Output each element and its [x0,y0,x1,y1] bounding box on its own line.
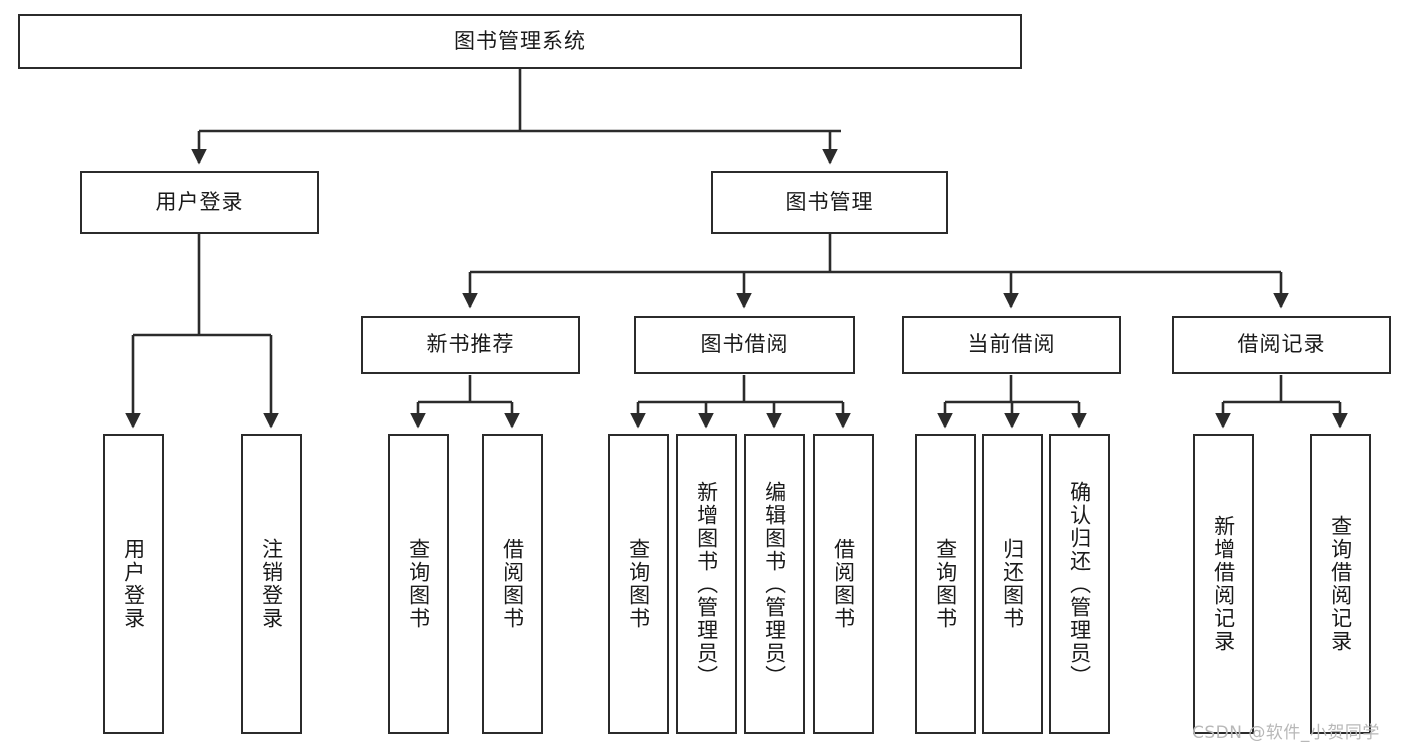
node-user-login-label: 用户登录 [155,189,244,214]
node-leaf-query-record[interactable]: 查询借阅记录 [1310,434,1371,734]
node-leaf-query-book-3-label: 查询图书 [933,538,958,630]
node-current-borrow-label: 当前借阅 [967,332,1056,357]
node-leaf-edit-book[interactable]: 编辑图书（管理员） [744,434,805,734]
node-leaf-user-login-label: 用户登录 [121,538,146,630]
node-leaf-add-record-label: 新增借阅记录 [1211,515,1236,653]
node-leaf-logout-label: 注销登录 [259,538,284,630]
node-user-login[interactable]: 用户登录 [80,171,319,234]
node-leaf-confirm-return-label: 确认归还（管理员） [1067,480,1092,688]
node-leaf-return-book-label: 归还图书 [1000,538,1025,630]
node-leaf-query-book-3[interactable]: 查询图书 [915,434,976,734]
node-root[interactable]: 图书管理系统 [18,14,1022,69]
node-leaf-confirm-return[interactable]: 确认归还（管理员） [1049,434,1110,734]
node-leaf-query-book-2-label: 查询图书 [626,538,651,630]
node-root-label: 图书管理系统 [454,28,586,53]
node-leaf-borrow-book-2[interactable]: 借阅图书 [813,434,874,734]
node-new-book-rec[interactable]: 新书推荐 [361,316,580,374]
node-leaf-return-book[interactable]: 归还图书 [982,434,1043,734]
node-new-book-rec-label: 新书推荐 [426,332,515,357]
node-leaf-borrow-book-1[interactable]: 借阅图书 [482,434,543,734]
node-book-manage-label: 图书管理 [785,189,874,214]
node-leaf-edit-book-label: 编辑图书（管理员） [762,480,787,688]
node-borrow-record[interactable]: 借阅记录 [1172,316,1391,374]
node-leaf-add-book[interactable]: 新增图书（管理员） [676,434,737,734]
node-book-borrow[interactable]: 图书借阅 [634,316,855,374]
node-leaf-user-login[interactable]: 用户登录 [103,434,164,734]
node-leaf-query-book-1[interactable]: 查询图书 [388,434,449,734]
node-leaf-query-book-1-label: 查询图书 [406,538,431,630]
node-leaf-logout[interactable]: 注销登录 [241,434,302,734]
node-leaf-add-book-label: 新增图书（管理员） [694,480,719,688]
node-borrow-record-label: 借阅记录 [1237,332,1326,357]
node-leaf-borrow-book-1-label: 借阅图书 [500,538,525,630]
node-book-manage[interactable]: 图书管理 [711,171,948,234]
node-leaf-add-record[interactable]: 新增借阅记录 [1193,434,1254,734]
node-leaf-query-record-label: 查询借阅记录 [1328,515,1353,653]
node-current-borrow[interactable]: 当前借阅 [902,316,1121,374]
node-book-borrow-label: 图书借阅 [700,332,789,357]
node-leaf-query-book-2[interactable]: 查询图书 [608,434,669,734]
node-leaf-borrow-book-2-label: 借阅图书 [831,538,856,630]
